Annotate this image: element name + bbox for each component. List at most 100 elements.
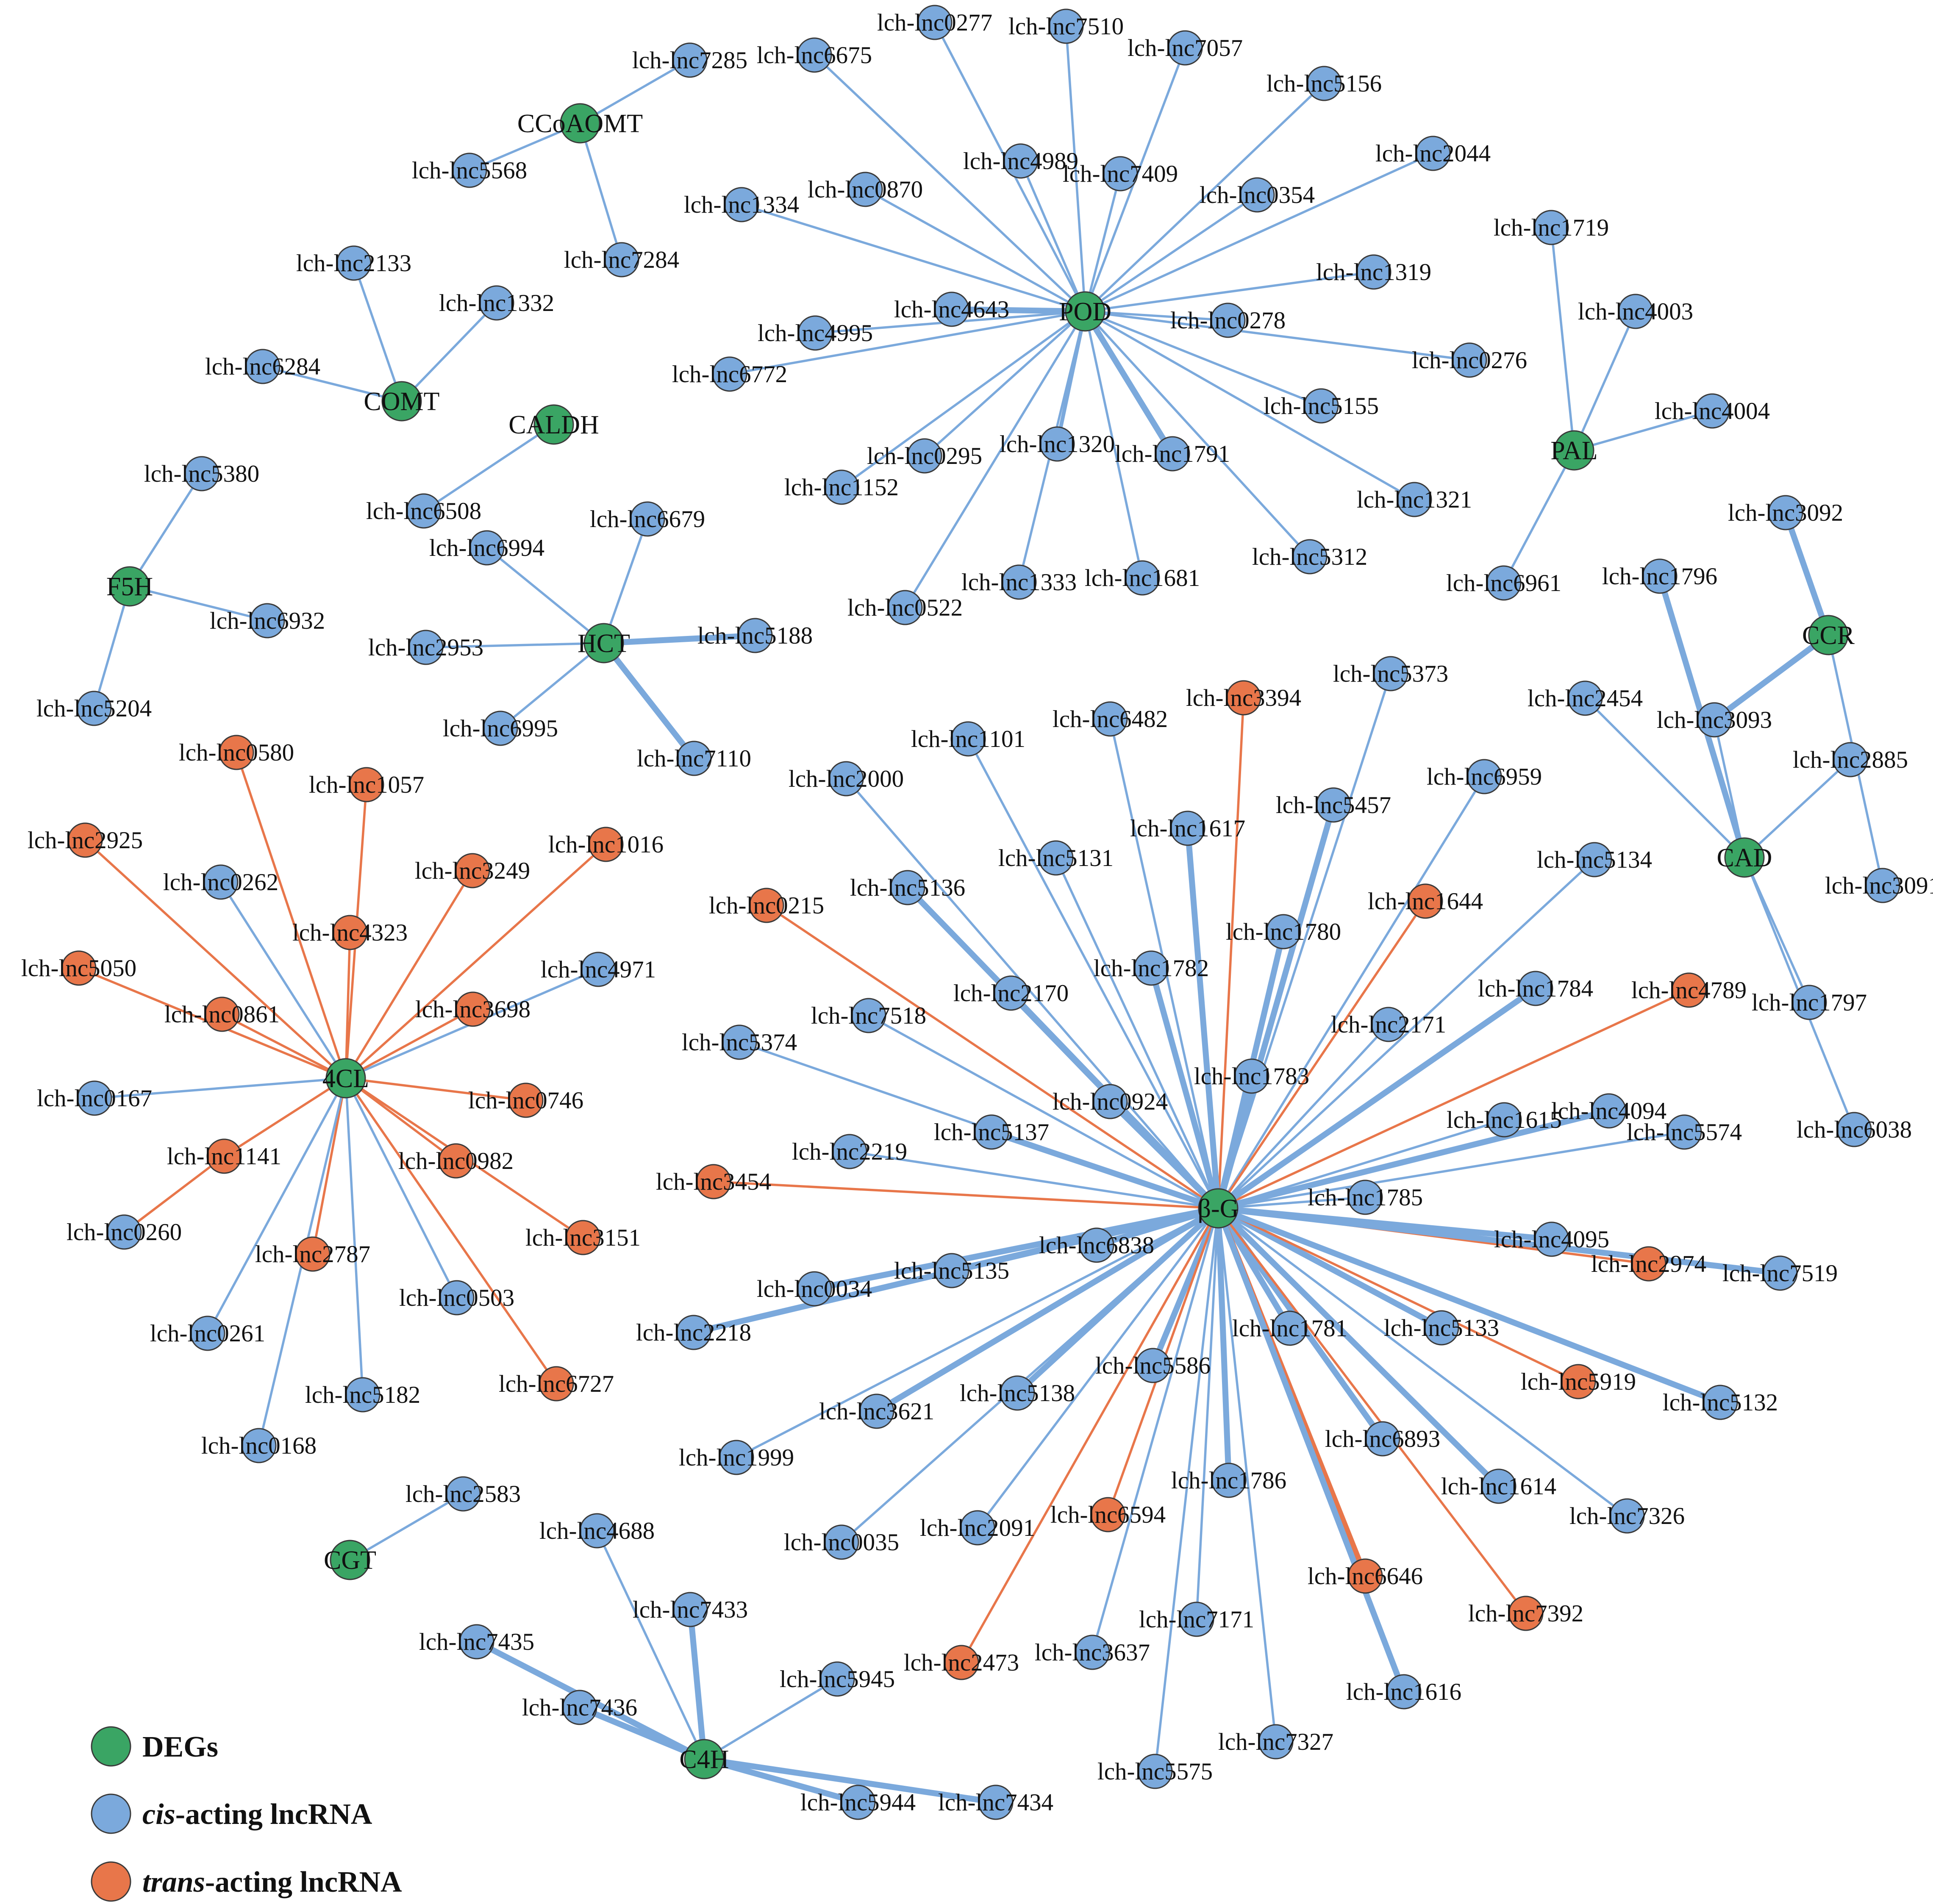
node-label-lnc3637: lch-lnc3637 xyxy=(1035,1639,1150,1666)
edge-POD-lnc2044 xyxy=(1084,152,1434,313)
edge-POD-lnc1319 xyxy=(1084,271,1375,313)
node-lnc1797 xyxy=(1791,985,1827,1020)
edge-POD-lnc6675 xyxy=(813,54,1086,313)
node-lnc5312 xyxy=(1292,539,1328,575)
node-lnc1782 xyxy=(1133,950,1169,986)
node-lnc5137 xyxy=(974,1114,1009,1150)
node-label-lnc1782: lch-lnc1782 xyxy=(1094,955,1209,982)
edge-BG-lnc1783 xyxy=(1215,1073,1255,1211)
label-layer: CCoAOMTCOMTCALDHF5HHCTPODPALCCRCAD4CLβ-G… xyxy=(21,9,1933,1816)
node-lnc1785 xyxy=(1347,1180,1383,1215)
node-label-lnc7392: lch-lnc7392 xyxy=(1468,1600,1583,1627)
node-lnc2091 xyxy=(960,1510,995,1546)
edge-POD-lnc0295 xyxy=(923,310,1086,457)
node-label-lnc1780: lch-lnc1780 xyxy=(1226,919,1341,945)
node-lnc5134 xyxy=(1577,842,1612,877)
node-label-lnc7171: lch-lnc7171 xyxy=(1139,1606,1254,1633)
node-label-lnc6646: lch-lnc6646 xyxy=(1308,1563,1423,1590)
node-label-lnc4789: lch-lnc4789 xyxy=(1631,977,1747,1004)
node-label-lnc1681: lch-lnc1681 xyxy=(1085,565,1200,591)
node-lnc1719 xyxy=(1533,210,1569,245)
node-label-lnc0276: lch-lnc0276 xyxy=(1412,347,1527,374)
edge-COMT-lnc6284 xyxy=(261,365,403,402)
node-lnc5373 xyxy=(1373,656,1408,691)
edge-BG-lnc4789 xyxy=(1217,989,1690,1210)
edge-BG-lnc5373 xyxy=(1217,672,1392,1210)
node-lnc0580 xyxy=(219,735,254,770)
edge-4CL-lnc5182 xyxy=(344,1077,364,1396)
node-label-lnc2925: lch-lnc2925 xyxy=(28,827,143,854)
node-label-lnc0295: lch-lnc0295 xyxy=(867,443,982,469)
node-POD xyxy=(1065,291,1105,332)
node-label-lnc1319: lch-lnc1319 xyxy=(1316,259,1431,286)
node-label-lnc5050: lch-lnc5050 xyxy=(21,955,136,982)
node-label-lnc5137: lch-lnc5137 xyxy=(934,1119,1049,1146)
node-label-CALDH: CALDH xyxy=(508,411,599,439)
node-lnc7434 xyxy=(978,1785,1014,1820)
edge-BG-lnc1644 xyxy=(1217,900,1427,1210)
node-lnc0295 xyxy=(907,438,942,474)
edge-POD-lnc1152 xyxy=(840,310,1086,488)
edge-HCT-lnc2953 xyxy=(425,642,605,649)
node-label-lnc6893: lch-lnc6893 xyxy=(1325,1426,1440,1452)
node-label-lnc1617: lch-lnc1617 xyxy=(1130,815,1245,842)
edge-POD-lnc0870 xyxy=(864,188,1086,313)
node-label-lnc1320: lch-lnc1320 xyxy=(1000,431,1115,458)
node-label-lnc5131: lch-lnc5131 xyxy=(998,845,1114,872)
node-lnc0861 xyxy=(204,996,240,1032)
node-label-lnc7284: lch-lnc7284 xyxy=(564,247,679,273)
node-lnc2219 xyxy=(832,1134,867,1169)
node-lnc3249 xyxy=(455,853,490,888)
node-label-lnc5945: lch-lnc5945 xyxy=(780,1666,895,1693)
node-lnc7284 xyxy=(604,242,639,278)
node-lnc5204 xyxy=(76,691,112,726)
node-label-lnc1791: lch-lnc1791 xyxy=(1115,441,1230,467)
edge-HCT-lnc5188 xyxy=(601,633,758,646)
edge-BG-lnc7326 xyxy=(1217,1207,1628,1517)
node-label-lnc7518: lch-lnc7518 xyxy=(811,1002,926,1029)
node-label-lnc4003: lch-lnc4003 xyxy=(1578,298,1693,325)
edge-BG-lnc7327 xyxy=(1217,1207,1277,1743)
edge-CCoAOMT-lnc7284 xyxy=(579,122,623,261)
edge-4CL-lnc1141 xyxy=(223,1077,347,1157)
edge-F5H-lnc5204 xyxy=(93,585,131,710)
node-lnc7433 xyxy=(672,1592,708,1627)
node-label-lnc4094: lch-lnc4094 xyxy=(1551,1098,1666,1124)
node-label-COMT: COMT xyxy=(364,387,439,416)
node-lnc4989 xyxy=(1003,143,1039,179)
edge-POD-lnc6772 xyxy=(728,310,1086,375)
node-label-lnc5188: lch-lnc5188 xyxy=(697,622,813,649)
node-lnc7409 xyxy=(1103,156,1138,192)
node-label-lnc0167: lch-lnc0167 xyxy=(37,1085,152,1112)
node-label-lnc6994: lch-lnc6994 xyxy=(429,535,544,561)
node-label-lnc7434: lch-lnc7434 xyxy=(938,1789,1053,1816)
edge-BG-lnc5137 xyxy=(989,1129,1221,1211)
edge-POD-lnc1334 xyxy=(740,203,1086,313)
node-lnc2218 xyxy=(676,1315,711,1350)
edge-POD-lnc7510 xyxy=(1065,25,1086,313)
edge-4CL-lnc2787 xyxy=(311,1077,347,1255)
edge-4CL-lnc0746 xyxy=(344,1077,527,1102)
legend: DEGs cis-acting lncRNA trans-acting lncR… xyxy=(91,1726,402,1902)
node-lnc2473 xyxy=(944,1645,979,1680)
node-lnc6038 xyxy=(1836,1112,1872,1147)
node-label-lnc0261: lch-lnc0261 xyxy=(150,1320,265,1347)
edge-layer xyxy=(78,21,1884,1805)
node-label-lnc6772: lch-lnc6772 xyxy=(672,361,787,388)
node-label-lnc0982: lch-lnc0982 xyxy=(398,1148,514,1174)
node-label-lnc4095: lch-lnc4095 xyxy=(1494,1226,1609,1253)
node-label-lnc1333: lch-lnc1333 xyxy=(961,569,1077,596)
node-lnc7519 xyxy=(1762,1255,1798,1291)
node-lnc5586 xyxy=(1135,1348,1171,1383)
node-CGT xyxy=(330,1540,370,1580)
node-lnc1644 xyxy=(1408,883,1443,919)
edge-C4H-lnc4688 xyxy=(596,1529,705,1760)
node-label-lnc1797: lch-lnc1797 xyxy=(1752,989,1867,1016)
legend-swatch-cis xyxy=(91,1793,131,1834)
node-lnc1681 xyxy=(1125,560,1160,596)
edge-4CL-lnc0982 xyxy=(344,1077,457,1162)
node-label-lnc5156: lch-lnc5156 xyxy=(1266,70,1382,97)
node-label-lnc3091: lch-lnc3091 xyxy=(1825,872,1933,899)
node-lnc1796 xyxy=(1642,558,1677,594)
